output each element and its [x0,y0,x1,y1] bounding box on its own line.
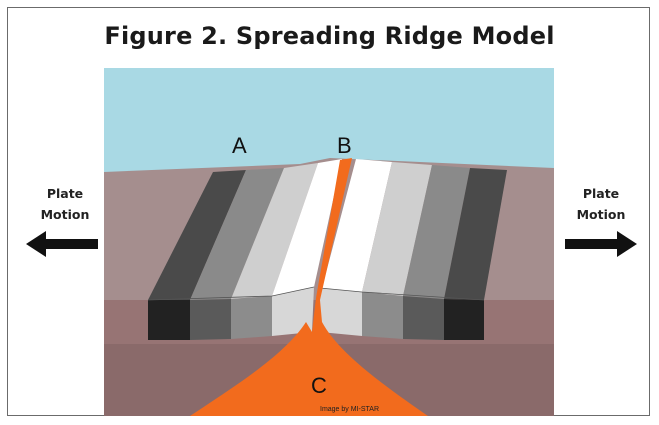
right-arrow-icon [565,231,637,257]
band-right-mid [403,165,470,299]
band-left-light [231,163,318,299]
band-right-white [322,159,392,292]
band-outlines [147,286,485,301]
band-left-mid-lower [190,299,231,340]
band-left-dark-lower [148,300,190,340]
band-right-dark [444,168,507,300]
plate-motion-label-right: Plate Motion [561,183,641,225]
band-right-white-lower [320,288,362,336]
band-right-dark-lower [444,299,484,340]
band-left-white [272,159,342,296]
band-right-light-lower [362,292,403,339]
band-left-white-lower [272,287,314,336]
ocean-layer [104,68,554,174]
band-left-mid [190,168,284,300]
plate-motion-right-line2: Motion [576,207,626,222]
band-right-mid-lower [403,296,444,340]
band-left-dark [148,170,246,300]
plate-motion-label-left: Plate Motion [25,183,105,225]
figure-title: Figure 2. Spreading Ridge Model [104,22,555,50]
magma-chamber [190,158,428,416]
band-right-light [362,162,432,296]
band-left-light-lower [231,296,272,339]
plate-motion-left-line1: Plate [46,186,84,201]
label-a: A [232,133,247,158]
left-arrow-icon [26,231,98,257]
label-c: C [311,373,327,398]
plate-motion-left-line2: Motion [40,207,90,222]
label-b: B [337,133,352,158]
plate-motion-right-line1: Plate [582,186,620,201]
image-credit: Image by MI-STAR [320,406,379,413]
